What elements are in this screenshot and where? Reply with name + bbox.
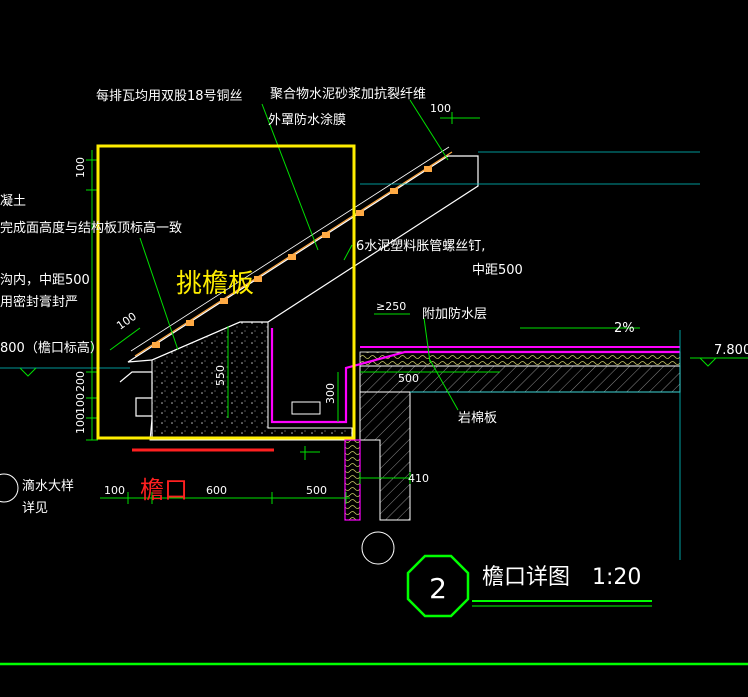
- note-groove: 沟内，中距500: [0, 272, 90, 288]
- section-callout: [361, 531, 395, 565]
- eave-drip-profile: [119, 371, 153, 440]
- dim-100-v2: 100: [74, 393, 87, 414]
- detail-number: 2: [429, 572, 447, 605]
- note-nail-spacing: 中距500: [472, 263, 523, 278]
- detail-number-octagon: [406, 554, 470, 618]
- elevation-marker-right: [690, 357, 748, 367]
- dim-250: ≥250: [376, 300, 406, 313]
- note-drip-1: 滴水大样: [22, 478, 74, 494]
- note-waterproof: 附加防水层: [422, 306, 487, 322]
- note-nail: 6水泥塑料胀管螺丝钉,: [356, 239, 485, 254]
- dim-600: 600: [206, 484, 227, 497]
- elevation-marker-left: [19, 367, 37, 377]
- highlight-box: [96, 144, 356, 440]
- note-finish-height: 完成面高度与结构板顶标高一致: [0, 220, 182, 236]
- dim-100-v3: 100: [74, 413, 87, 434]
- note-mortar: 聚合物水泥砂浆加抗裂纤维: [270, 87, 426, 102]
- flat-roof-layers: [359, 346, 681, 393]
- dim-100-bottom: 100: [104, 484, 125, 497]
- sloped-roof-slab: [127, 155, 479, 363]
- dim-550: 550: [214, 365, 227, 386]
- dim-500-a: 500: [398, 372, 419, 385]
- drawing-title: 檐口详图: [482, 565, 570, 590]
- dim-200: 200: [74, 371, 87, 392]
- drawing-scale: 1:20: [592, 565, 641, 590]
- elevation-value: 7.800: [714, 343, 748, 358]
- note-eave-elevation: 800（檐口标高）: [0, 340, 103, 356]
- note-rockwool: 岩棉板: [458, 411, 497, 426]
- dim-300: 300: [324, 383, 337, 404]
- gutter-membrane: [270, 328, 680, 424]
- note-slope: 2%: [614, 321, 635, 336]
- note-concrete: 凝土: [0, 193, 26, 209]
- highlight-label: 挑檐板: [176, 269, 254, 299]
- guide-lines: [0, 151, 700, 560]
- dim-100-top: 100: [430, 102, 451, 115]
- eave-label: 檐口: [140, 476, 188, 504]
- dim-500-b: 500: [306, 484, 327, 497]
- gutter-outlet: [291, 401, 321, 415]
- dimension-lines: [86, 112, 640, 504]
- note-drip-2: 详见: [22, 501, 48, 516]
- dim-410: 410: [408, 472, 429, 485]
- leader-lines: [139, 99, 459, 411]
- tile-battens: [152, 166, 432, 348]
- note-sealant: 用密封膏封严: [0, 294, 78, 310]
- note-coating: 外罩防水涂膜: [268, 112, 346, 128]
- wall-insulation: [344, 439, 361, 521]
- drip-detail-callout: [0, 473, 19, 503]
- dim-100-v1: 100: [74, 157, 87, 178]
- note-tile-fixing: 每排瓦均用双股18号铜丝: [96, 88, 243, 104]
